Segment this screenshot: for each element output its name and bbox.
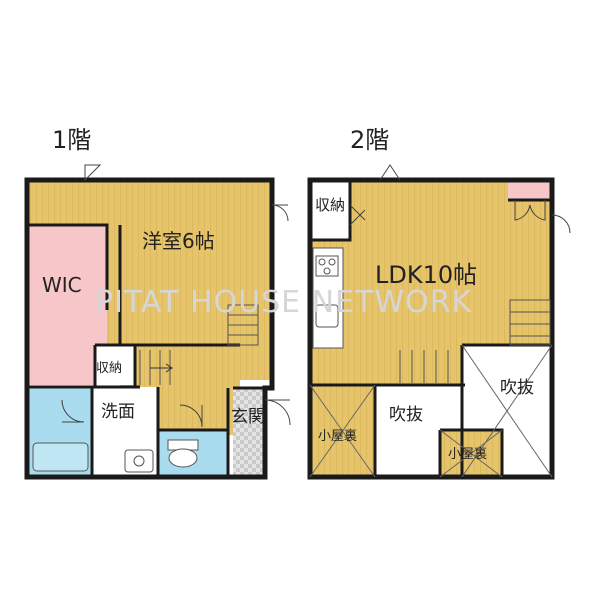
watermark: PITAT HOUSE NETWORK — [95, 285, 472, 320]
floor1-title: 1階 — [52, 126, 91, 154]
storage-1f — [95, 345, 135, 385]
bathtub — [32, 442, 89, 472]
storage-2f-label: 収納 — [315, 196, 345, 214]
entrance-label: 玄関 — [231, 407, 265, 427]
void-center-label: 吹抜 — [389, 405, 423, 425]
washroom-label: 洗面 — [101, 402, 135, 422]
pink-closet-2f — [508, 180, 552, 200]
void-center — [375, 385, 440, 477]
ldk-label: LDK10帖 — [375, 261, 477, 289]
void-right-label: 吹抜 — [500, 378, 534, 398]
western-room-label: 洋室6帖 — [142, 229, 215, 253]
loft-right-label: 小屋裏 — [448, 447, 487, 462]
wic-label: WIC — [42, 273, 82, 297]
kitchen-counter — [312, 247, 344, 349]
floor2-title: 2階 — [350, 126, 389, 154]
toilet-fixture — [167, 439, 199, 468]
wash-basin — [124, 449, 154, 473]
floor1-interior-walls — [27, 223, 265, 477]
floor1-stairs — [139, 304, 259, 385]
storage-1f-label: 収納 — [96, 361, 122, 376]
floor1-doors — [61, 164, 291, 428]
floor2-stairs — [399, 299, 551, 383]
floor2-doors — [349, 164, 571, 234]
loft-left-label: 小屋裏 — [318, 429, 357, 444]
storage-2f — [310, 180, 350, 240]
entrance-tile — [233, 388, 265, 477]
floor2-diagonals — [309, 344, 553, 478]
